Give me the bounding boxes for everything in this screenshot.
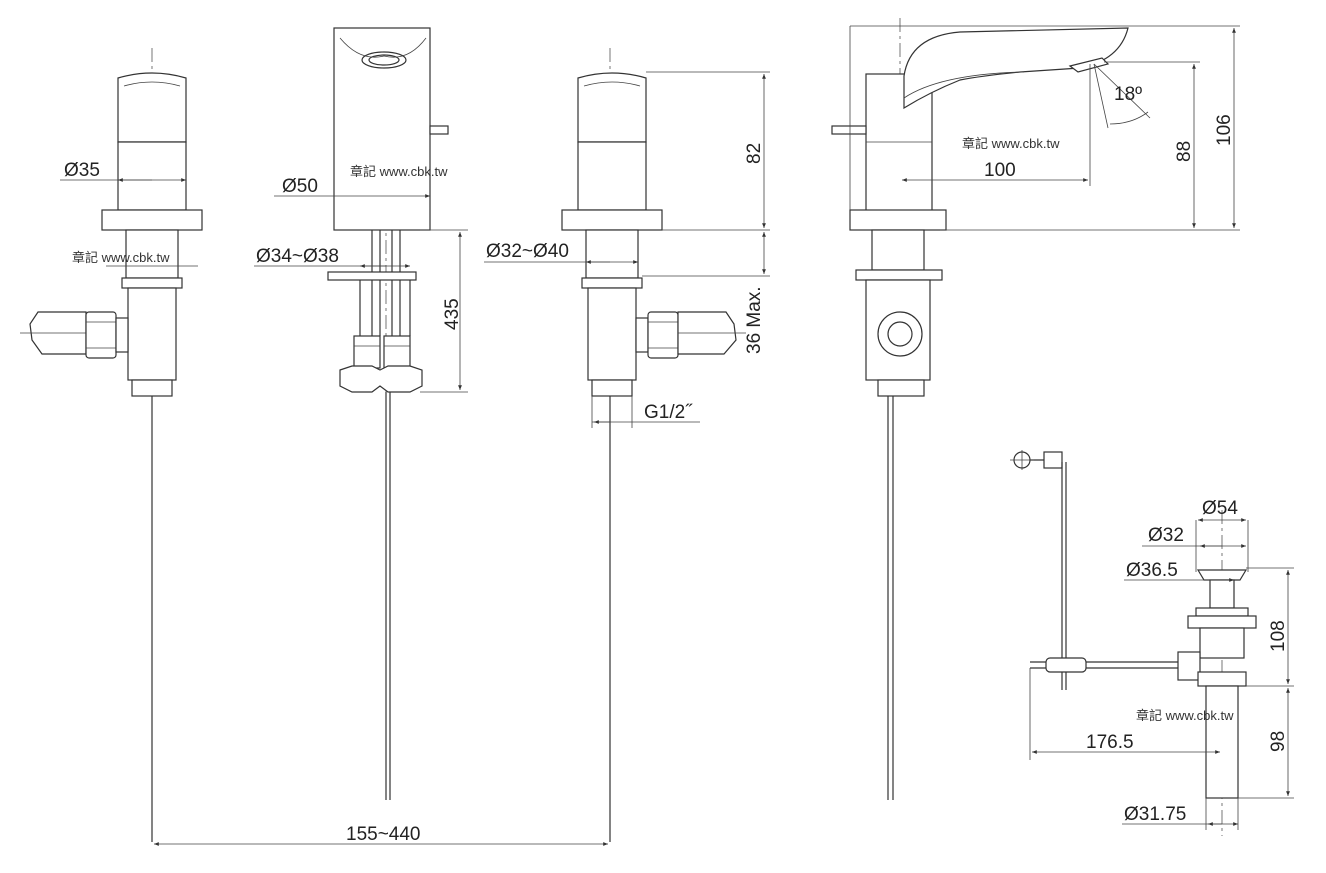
watermark-1: 章記 www.cbk.tw [350, 164, 448, 179]
dim-handle-height: 82 [744, 143, 765, 164]
dim-drain-cap: Ø54 [1202, 498, 1238, 519]
watermarks: 章記 www.cbk.tw 章記 www.cbk.tw 章記 www.cbk.t… [72, 136, 1234, 723]
dim-spout-hole: Ø34~Ø38 [256, 246, 339, 267]
watermark-3: 章記 www.cbk.tw [962, 136, 1060, 151]
right-handle-view [561, 48, 746, 842]
watermark-2: 章記 www.cbk.tw [72, 250, 170, 265]
dim-handle-diameter: Ø35 [64, 160, 100, 181]
dim-thread: G1/2˝ [644, 402, 693, 423]
dim-drain-height: 108 [1268, 620, 1289, 652]
dimension-labels: Ø35 Ø50 Ø34~Ø38 435 Ø32~Ø40 82 36 Max. G… [64, 84, 1289, 845]
left-handle-view [20, 48, 203, 842]
drain-assembly-view [1010, 450, 1257, 836]
dim-lever-length: 176.5 [1086, 732, 1134, 753]
faucet-side-view [831, 18, 1129, 800]
spout-front-view [327, 27, 449, 800]
dimension-lines [60, 25, 1294, 846]
watermark-4: 章記 www.cbk.tw [1136, 708, 1234, 723]
dim-center-distance: 155~440 [346, 824, 421, 845]
dim-tail-diameter: Ø31.75 [1124, 804, 1186, 825]
dim-drain-flange: Ø36.5 [1126, 560, 1178, 581]
dim-spout-angle: 18º [1114, 84, 1142, 105]
dim-total-height: 106 [1214, 114, 1235, 146]
dim-deck-thickness: 36 Max. [744, 286, 765, 354]
dim-spout-diameter: Ø50 [282, 176, 318, 197]
dim-hose-length: 435 [442, 298, 463, 330]
dim-outlet-height: 88 [1174, 141, 1195, 162]
dim-tail-length: 98 [1268, 731, 1289, 752]
dim-handle-hole: Ø32~Ø40 [486, 241, 569, 262]
dim-spout-reach: 100 [984, 160, 1016, 181]
dim-drain-inner: Ø32 [1148, 525, 1184, 546]
